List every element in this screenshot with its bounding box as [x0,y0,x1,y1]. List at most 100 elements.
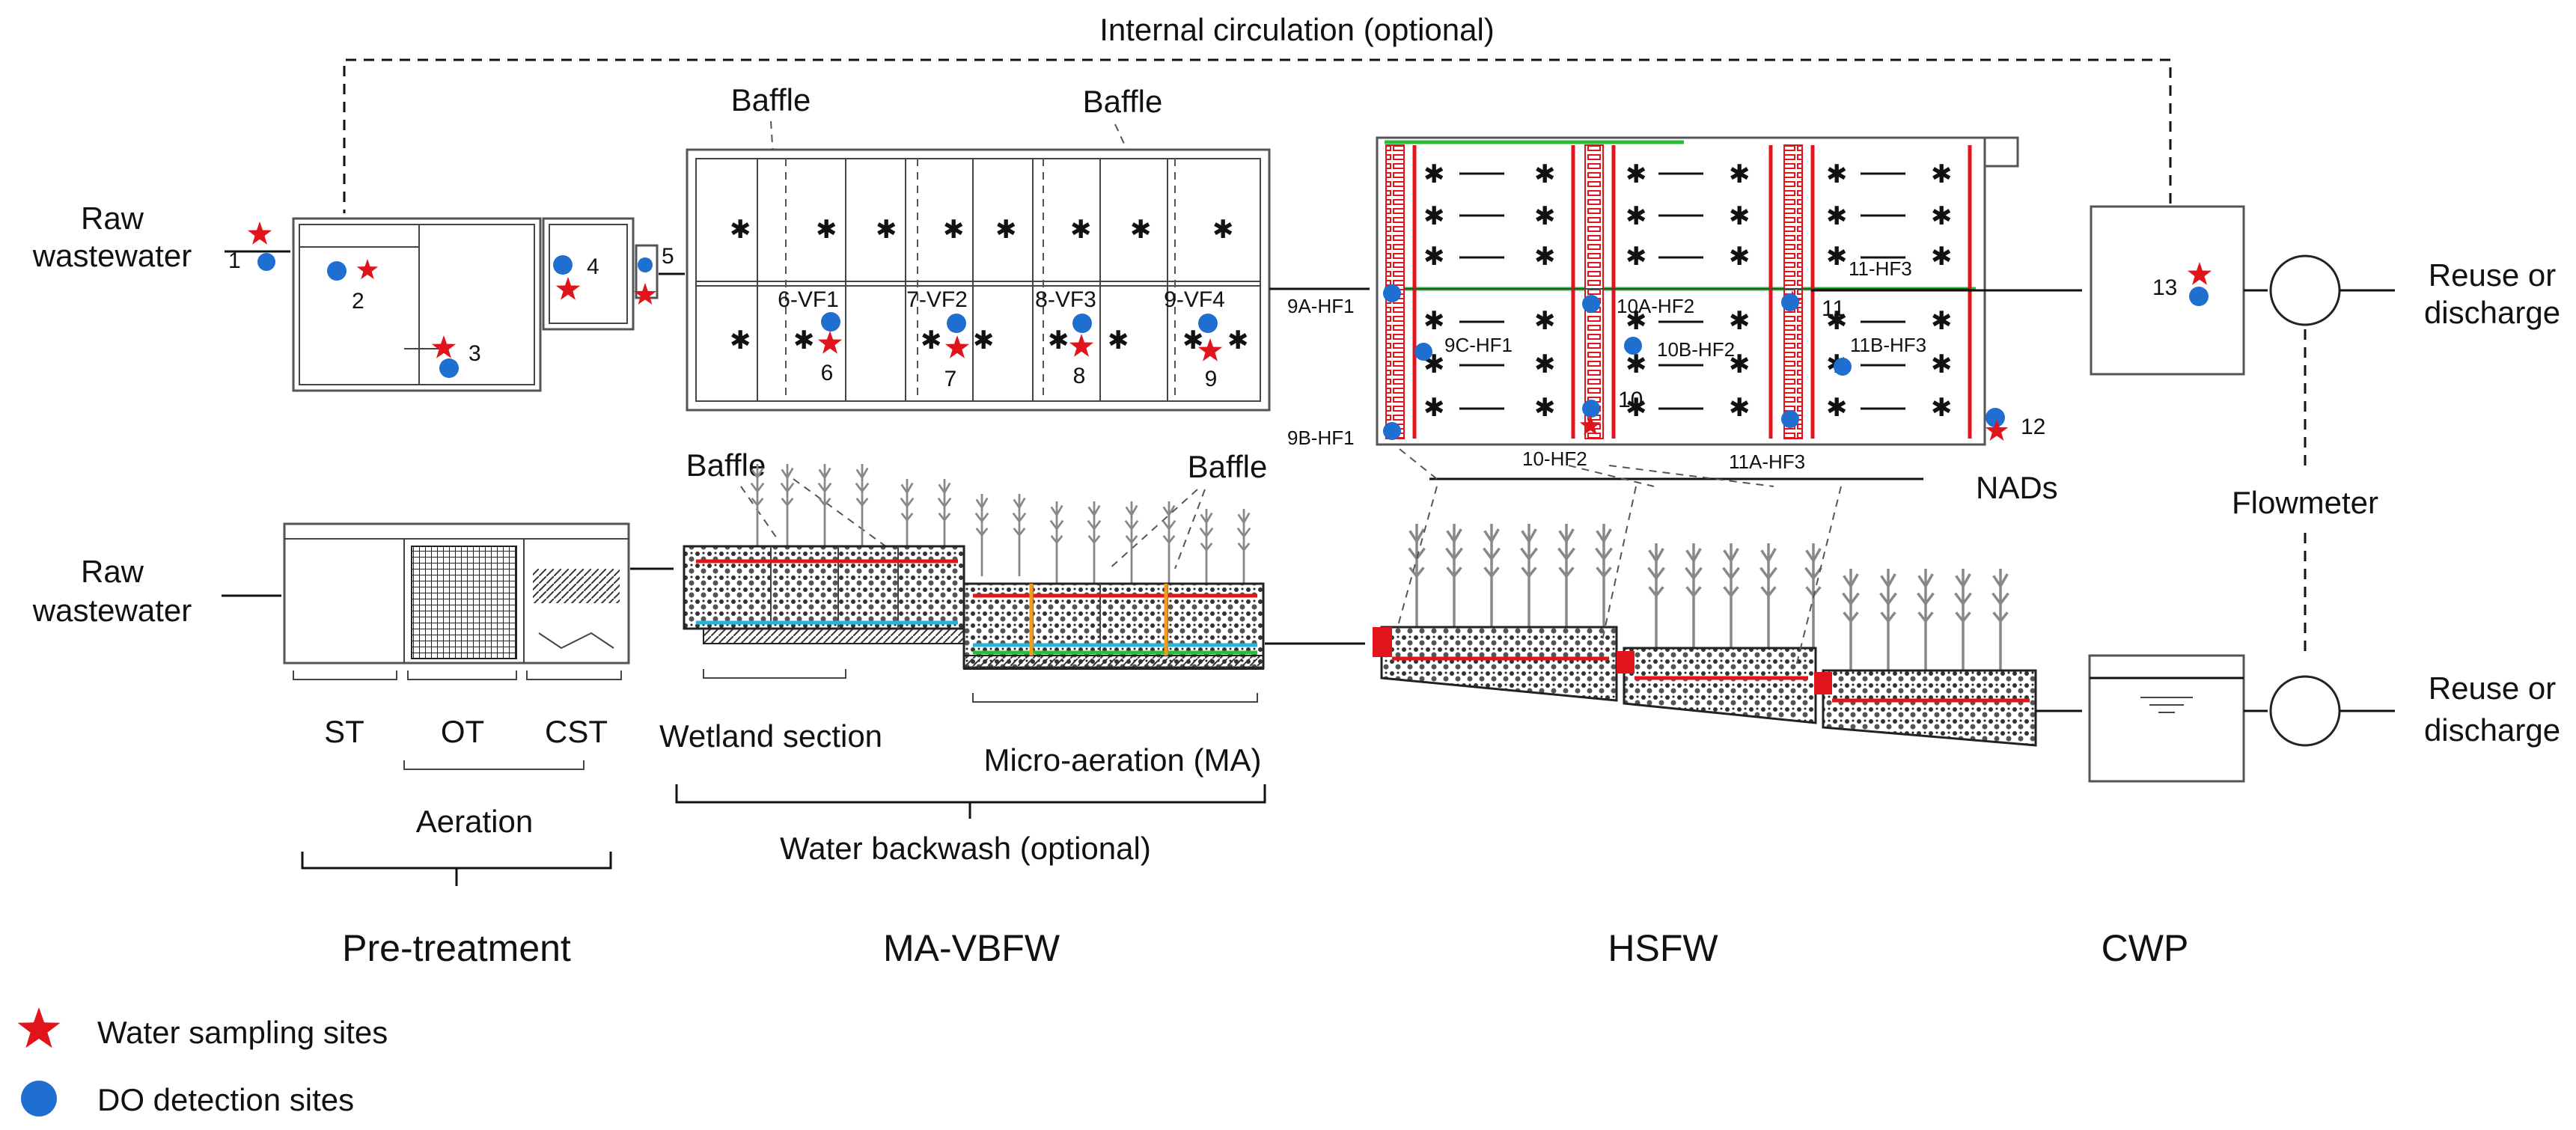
wetland-section-brace [703,669,846,679]
svg-text:✱: ✱ [1931,202,1953,230]
vf2-label: 7-VF2 [906,287,968,312]
vf3-label: 8-VF3 [1035,287,1096,312]
site-number-6: 6 [821,361,834,385]
site-number-5: 5 [662,244,674,269]
svg-text:✱: ✱ [1826,160,1848,189]
site-number-12: 12 [2021,415,2045,439]
do-dot-13 [2189,287,2209,306]
raw-wastewater-bottom-label-2: wastewater [32,593,192,628]
svg-text:✱: ✱ [793,326,815,355]
svg-text:✱: ✱ [995,216,1017,244]
section-title-hsfw: HSFW [1608,927,1718,969]
svg-text:✱: ✱ [1423,160,1445,189]
hf-plant-glyphs: ✱✱✱✱✱✱ ✱✱✱✱✱✱ ✱✱✱✱✱✱ ✱✱✱✱✱✱ ✱✱✱✱✱✱ ✱✱✱✱✱… [1423,160,1953,422]
hf-section-view [1373,626,2037,747]
svg-text:✱: ✱ [1227,326,1249,355]
vf-section-view [683,545,1265,670]
svg-text:✱: ✱ [730,326,751,355]
svg-text:✱: ✱ [943,216,965,244]
svg-text:✱: ✱ [876,216,897,244]
vf1-label: 6-VF1 [778,287,839,312]
svg-text:✱: ✱ [1626,160,1647,189]
sampling-star-1 [247,222,272,245]
svg-text:✱: ✱ [1626,202,1647,230]
do-dot-10a [1582,295,1600,313]
do-dot-9 [1198,314,1218,333]
water-backwash-label: Water backwash (optional) [780,831,1151,866]
legend-dot-icon [21,1081,57,1117]
baffle-label-1: Baffle [731,82,811,117]
do-dot-9b [1383,422,1401,440]
section-title-pretreatment: Pre-treatment [342,927,571,969]
site-number-9: 9 [1205,367,1218,391]
svg-text:✱: ✱ [1729,160,1751,189]
svg-text:✱: ✱ [1626,394,1647,422]
baffle-pointer-6 [1174,489,1206,569]
hf-dashed-links [1397,448,1842,667]
cwp-pond-box [2088,654,2245,783]
svg-text:✱: ✱ [1626,350,1647,379]
do-dot-11b [1834,358,1852,376]
vf4-label: 9-VF4 [1164,287,1225,312]
svg-text:✱: ✱ [1534,202,1556,230]
site-number-3: 3 [468,341,481,366]
reuse-top-label-1: Reuse or [2429,257,2556,293]
pretreatment-top-plan [292,217,659,392]
svg-text:✱: ✱ [1826,394,1848,422]
svg-text:✱: ✱ [921,326,942,355]
do-dot-6 [821,312,840,332]
svg-text:✱: ✱ [1931,242,1953,271]
legend-do-label: DO detection sites [97,1082,354,1117]
raw-wastewater-top-label-1: Raw [81,201,144,236]
do-dot-7 [947,314,966,333]
svg-text:✱: ✱ [1534,350,1556,379]
svg-text:✱: ✱ [730,216,751,244]
svg-text:✱: ✱ [1729,202,1751,230]
st-brace [293,671,397,680]
section-title-cwp: CWP [2102,927,2189,969]
hf-11b-label: 11B-HF3 [1850,334,1926,356]
legend-sampling-label: Water sampling sites [97,1015,388,1050]
site-number-11: 11 [1822,296,1845,321]
reuse-bottom-label-2: discharge [2424,712,2560,748]
do-dot-9c [1414,343,1432,361]
water-level-icon [2140,697,2193,713]
hf-10-label: 10-HF2 [1522,448,1587,470]
do-dot-9a [1383,284,1401,302]
ot-brace [407,671,517,680]
pretreatment-section-view [283,522,630,665]
vf-plan-view [686,148,1271,412]
reuse-bottom-label-1: Reuse or [2429,671,2556,706]
internal-circulation-label: Internal circulation (optional) [1099,12,1495,47]
svg-text:✱: ✱ [1130,216,1152,244]
hf-9b-label: 9B-HF1 [1287,427,1355,449]
svg-text:✱: ✱ [1423,394,1445,422]
wetland-section-label: Wetland section [659,718,882,754]
svg-text:✱: ✱ [1826,307,1848,335]
svg-text:✱: ✱ [1931,160,1953,189]
svg-text:✱: ✱ [1423,307,1445,335]
cst-brace [526,671,622,680]
svg-text:✱: ✱ [1423,202,1445,230]
micro-aeration-brace [972,693,1258,703]
flowmeter-bottom [2269,675,2341,747]
micro-aeration-label: Micro-aeration (MA) [983,742,1261,778]
svg-text:✱: ✱ [1729,242,1751,271]
section-title-mavbfw: MA-VBFW [883,927,1060,969]
st-label: ST [324,714,364,749]
pretreatment-brace [301,852,612,886]
svg-text:✱: ✱ [1729,307,1751,335]
flowmeter-label: Flowmeter [2232,485,2378,520]
hf-10b-label: 10B-HF2 [1657,338,1735,361]
legend-star-icon [17,1007,61,1048]
do-dot-2 [327,261,347,281]
hf-10a-label: 10A-HF2 [1617,295,1694,317]
svg-text:✱: ✱ [1729,394,1751,422]
site-number-13: 13 [2152,275,2177,300]
hf-9a-label: 9A-HF1 [1287,295,1355,317]
site-number-7: 7 [944,367,957,391]
aeration-label: Aeration [416,804,533,839]
raw-wastewater-bottom-label-1: Raw [81,554,144,589]
do-dot-10 [1582,400,1600,418]
